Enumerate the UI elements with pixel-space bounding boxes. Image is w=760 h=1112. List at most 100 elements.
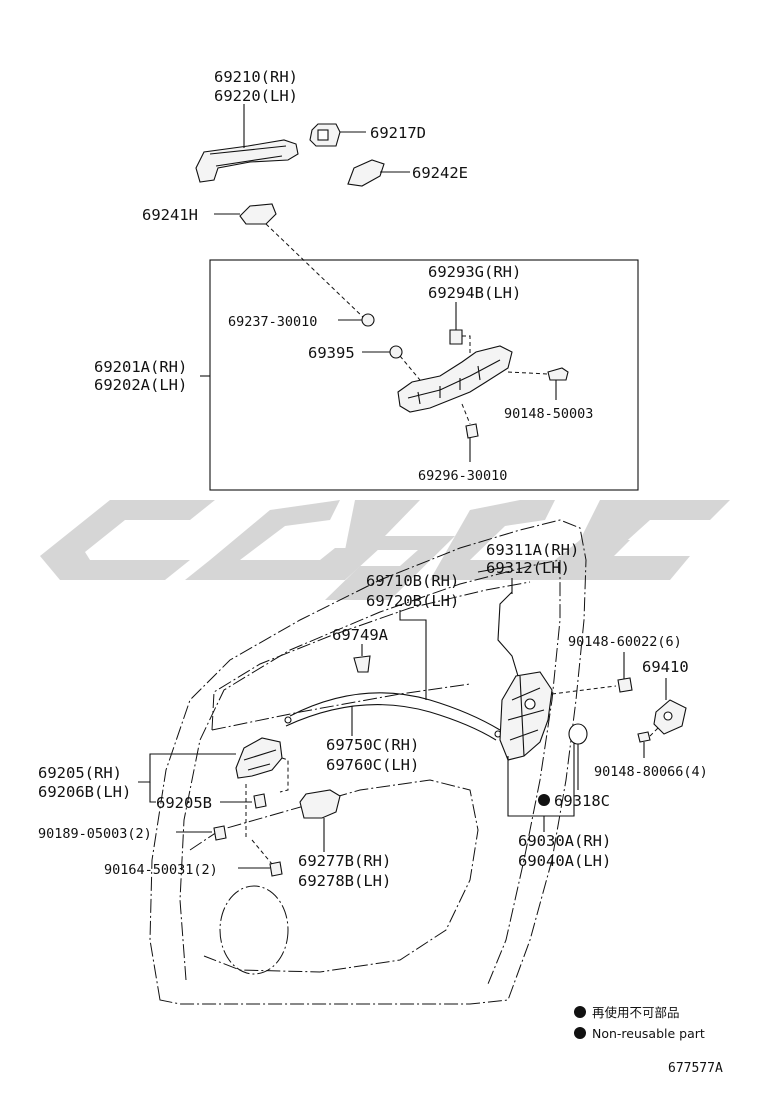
cable-69710B-part [289,692,501,731]
label-90164: 90164-50031(2) [104,862,218,878]
pull-handle-group: 69277B(RH) 69278B(LH) [298,789,391,890]
dash-inside-handle [279,757,289,793]
dash-69241H [265,223,365,319]
cable-clamp-part [353,655,371,673]
door-lock-detail [507,675,545,757]
label-69410: 69410 [642,658,689,676]
label-69311A: 69311A(RH) [486,541,579,559]
frame-box [209,259,639,491]
door-beltline [211,683,471,731]
dash-screw-50003 [507,371,549,375]
door-trim-panel [189,779,479,973]
label-69395: 69395 [308,344,355,362]
label-69202A: 69202A(LH) [94,376,187,394]
cap-69318C-part [568,723,588,745]
legend: 再使用不可部品 Non-reusable part [574,1005,705,1041]
label-69720B: 69720B(LH) [366,592,459,610]
label-69241H: 69241H [142,206,198,224]
label-69296: 69296-30010 [418,468,507,484]
leader-69710B [399,610,427,700]
label-69030A: 69030A(RH) [518,832,611,850]
speaker-opening [219,885,289,975]
handle-pad-rear-part [239,203,277,225]
cable-group: 69710B(RH) 69720B(LH) 69749A 69750C(RH) … [284,572,502,774]
door-lock-assembly-part [499,671,553,761]
clip-part [449,329,463,345]
label-69749A: 69749A [332,626,389,644]
dash-bolt-80066 [649,727,659,737]
dash-seal [399,355,421,381]
striker-hole [663,711,673,721]
label-69760C: 69760C(LH) [326,756,419,774]
lock-rod-part [497,591,519,677]
legend-marker-en [574,1027,586,1039]
label-69293G: 69293G(RH) [428,263,521,281]
dash-screw-69296 [461,403,471,425]
label-69318C: 69318C [554,792,610,810]
screw-69296-part [465,423,479,439]
legend-marker-jp [574,1006,586,1018]
handle-frame-ribs [407,359,501,405]
legend-text-jp: 再使用不可部品 [592,1005,680,1020]
handle-frame-part [397,345,513,413]
inside-handle-group: 69205(RH) 69206B(LH) 69205B 90189-05003(… [38,737,289,878]
label-69750C: 69750C(RH) [326,736,419,754]
watermark-logo [40,500,730,600]
leader-69311A [477,565,513,573]
lock-rod-group: 69311A(RH) 69312(LH) [477,541,579,677]
label-69278B: 69278B(LH) [298,872,391,890]
door-panel-outline [149,519,587,1005]
inside-handle-part [235,737,283,779]
label-69210: 69210(RH) [214,68,298,86]
dash-screw-90164 [251,839,273,865]
striker-group: 90148-60022(6) 69410 90148-80066(4) [551,634,708,780]
nut-part [361,313,375,327]
pull-handle-bezel-part [299,789,341,819]
label-69201A: 69201A(RH) [94,358,187,376]
label-69220: 69220(LH) [214,87,298,105]
dash-clip [462,335,471,360]
door-window-line [211,581,531,731]
screw-90164-part [269,861,283,877]
handle-pad-part [347,159,385,187]
door-inner-outline [179,559,561,985]
bolt-80066-part [637,731,651,743]
label-90148-60022: 90148-60022(6) [568,634,682,650]
label-90189: 90189-05003(2) [38,826,152,842]
screw-50003-part [547,367,569,381]
diagram-code: 677577A [668,1061,723,1076]
bracket-69030A [507,742,575,817]
leader-69205-branch [149,782,156,803]
label-90148-50003: 90148-50003 [504,406,593,422]
dash-bolt-60022 [551,685,617,695]
label-69710B: 69710B(RH) [366,572,459,590]
cable-69750C-part [285,704,497,741]
door-outer-outline [149,519,587,1005]
label-69217D: 69217D [370,124,426,142]
outside-handle-group: 69210(RH) 69220(LH) 69217D 69242E 69241H [142,68,468,319]
label-69294B: 69294B(LH) [428,284,521,302]
label-69206B: 69206B(LH) [38,783,131,801]
handle-frame-box-group: 69293G(RH) 69294B(LH) 69237-30010 69395 … [94,259,639,491]
label-69237: 69237-30010 [228,314,317,330]
label-69205B: 69205B [156,794,212,812]
screw-90189-part [213,825,227,841]
non-reusable-marker-69318C [538,794,550,806]
outside-handle-detail [209,145,287,167]
bolt-60022-part [617,677,633,693]
label-69040A: 69040A(LH) [518,852,611,870]
label-69277B: 69277B(RH) [298,852,391,870]
label-69312: 69312(LH) [486,559,570,577]
inside-handle-detail [243,749,277,771]
label-69242E: 69242E [412,164,468,182]
legend-text-en: Non-reusable part [592,1026,705,1041]
label-90148-80066: 90148-80066(4) [594,764,708,780]
door-lock-group: 69030A(RH) 69040A(LH) 69318C [499,671,611,870]
label-69205: 69205(RH) [38,764,122,782]
bezel-69205B-part [253,793,267,809]
seal-part [389,345,403,359]
lock-pivot [524,698,536,710]
lock-cylinder-detail [317,129,329,141]
